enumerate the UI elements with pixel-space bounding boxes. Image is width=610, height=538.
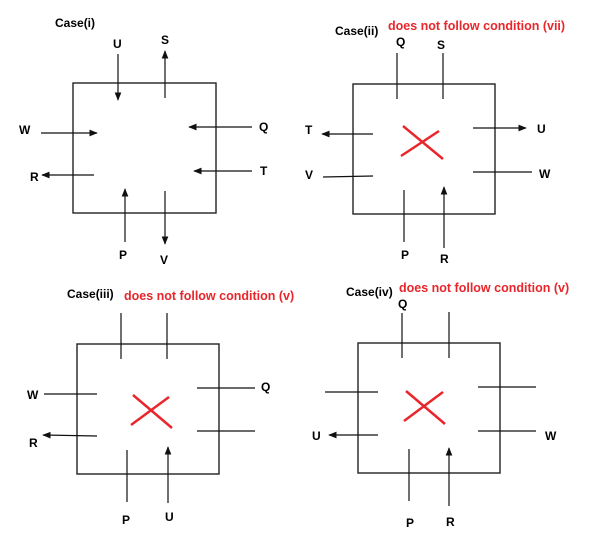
case-3-arrow-r — [42, 431, 98, 439]
case-2-label-s: S — [437, 38, 445, 52]
case-3-note: does not follow condition (v) — [124, 289, 294, 303]
case-4-label-r: R — [446, 515, 455, 529]
case-4-label-u: U — [312, 429, 321, 443]
case-2-table — [352, 83, 496, 215]
case-2-label-t: T — [305, 123, 313, 137]
case-4-label-p: P — [406, 516, 414, 530]
case-1-table — [72, 82, 217, 214]
case-2-title: Case(ii) — [335, 24, 378, 38]
rejected-cross-icon — [403, 390, 446, 425]
case-4: Case(iv) does not follow condition (v) Q… — [312, 281, 569, 530]
case-4-label-q: Q — [398, 297, 407, 311]
case-1: Case(i) U S W R Q T P V — [19, 16, 268, 267]
case-2-label-r: R — [440, 252, 449, 266]
case-4-note: does not follow condition (v) — [399, 281, 569, 295]
case-2-label-u: U — [537, 122, 546, 136]
case-4-label-w: W — [545, 429, 557, 443]
case-2-line-v — [322, 175, 374, 178]
case-1-label-w: W — [19, 123, 31, 137]
case-1-label-u: U — [113, 37, 122, 51]
case-2-label-p: P — [401, 248, 409, 262]
case-2-label-q: Q — [396, 35, 405, 49]
case-1-title: Case(i) — [55, 16, 95, 30]
case-1-label-q: Q — [259, 120, 268, 134]
case-4-table — [357, 342, 501, 474]
case-1-label-r: R — [30, 170, 39, 184]
case-2: Case(ii) does not follow condition (vii)… — [305, 19, 565, 266]
case-2-note: does not follow condition (vii) — [388, 19, 565, 33]
case-1-label-s: S — [161, 33, 169, 47]
case-3: Case(iii) does not follow condition (v) … — [27, 287, 294, 527]
case-1-label-p: P — [119, 248, 127, 262]
case-1-label-v: V — [160, 253, 168, 267]
case-1-label-t: T — [260, 164, 268, 178]
case-3-label-w: W — [27, 388, 39, 402]
rejected-cross-icon — [130, 394, 173, 429]
case-2-label-w: W — [539, 167, 551, 181]
rejected-cross-icon — [400, 125, 444, 160]
case-3-table — [76, 343, 220, 475]
case-2-label-v: V — [305, 168, 313, 182]
case-3-label-u: U — [165, 510, 174, 524]
case-4-title: Case(iv) — [346, 285, 393, 299]
case-3-title: Case(iii) — [67, 287, 114, 301]
case-3-label-p: P — [122, 513, 130, 527]
case-3-label-q: Q — [261, 380, 270, 394]
case-3-label-r: R — [29, 436, 38, 450]
